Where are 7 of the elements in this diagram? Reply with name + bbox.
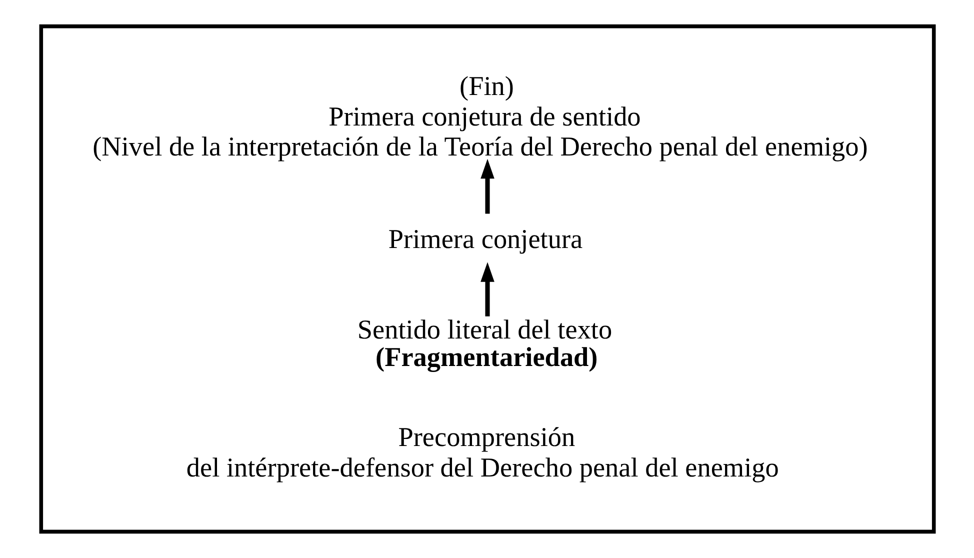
label: Precomprensión del intérprete-defensor del Derecho penal del enemigo: [186, 422, 778, 482]
cluster: [38, 24, 936, 534]
node-text: Primera conjetura: [388, 224, 582, 254]
node-text: (Fin) Primera conjetura de sentido (Nivel de la interpretación de la Teoría del Derecho penal del enemigo): [92, 71, 868, 162]
arrow: [480, 158, 494, 214]
arrow: [480, 262, 494, 316]
node-text: Sentido literal del texto (Fragmentariedad): [356, 314, 612, 372]
